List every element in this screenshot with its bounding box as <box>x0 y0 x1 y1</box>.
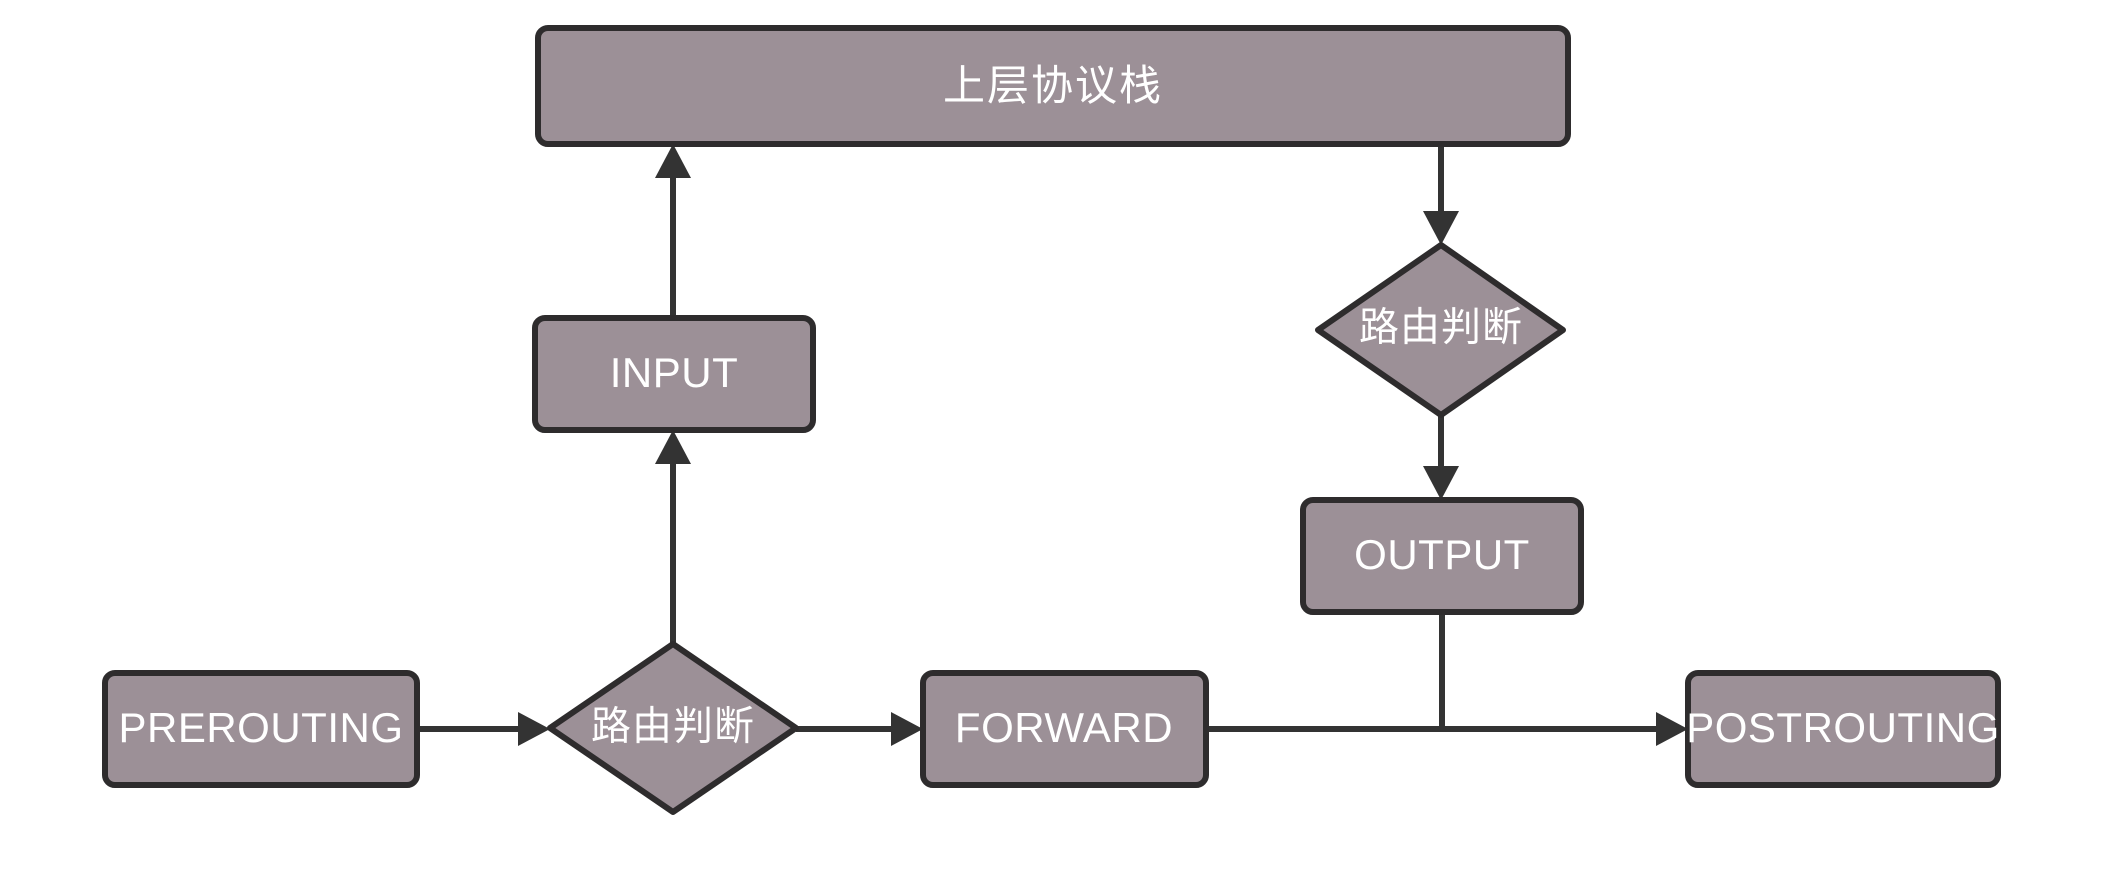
input-shape[interactable] <box>532 315 816 433</box>
edge-route-decision-to-forward <box>796 712 923 746</box>
node-prerouting[interactable]: PREROUTING <box>102 670 420 788</box>
node-output[interactable]: OUTPUT <box>1300 497 1584 615</box>
node-input[interactable]: INPUT <box>532 315 816 433</box>
node-forward[interactable]: FORWARD <box>920 670 1209 788</box>
node-route-decision-bottom[interactable]: 路由判断 <box>547 641 799 815</box>
edge-prerouting-to-route-decision <box>417 712 550 746</box>
edge-forward-to-postrouting <box>1206 712 1688 746</box>
route-decision-right-shape[interactable] <box>1315 242 1566 418</box>
node-route-decision-right[interactable]: 路由判断 <box>1315 242 1566 418</box>
output-shape[interactable] <box>1300 497 1584 615</box>
node-postrouting[interactable]: POSTROUTING <box>1685 670 2001 788</box>
prerouting-shape[interactable] <box>102 670 420 788</box>
node-upper-stack[interactable]: 上层协议栈 <box>535 25 1571 147</box>
postrouting-shape[interactable] <box>1685 670 2001 788</box>
edge-input-to-upper-stack <box>655 144 691 318</box>
edge-route-decision-to-input <box>655 430 691 644</box>
forward-shape[interactable] <box>920 670 1209 788</box>
route-decision-bottom-shape[interactable] <box>547 641 799 815</box>
edge-upper-stack-to-route-decision <box>1423 144 1459 245</box>
upper-stack-shape[interactable] <box>535 25 1571 147</box>
edge-route-decision-to-output <box>1423 415 1459 500</box>
